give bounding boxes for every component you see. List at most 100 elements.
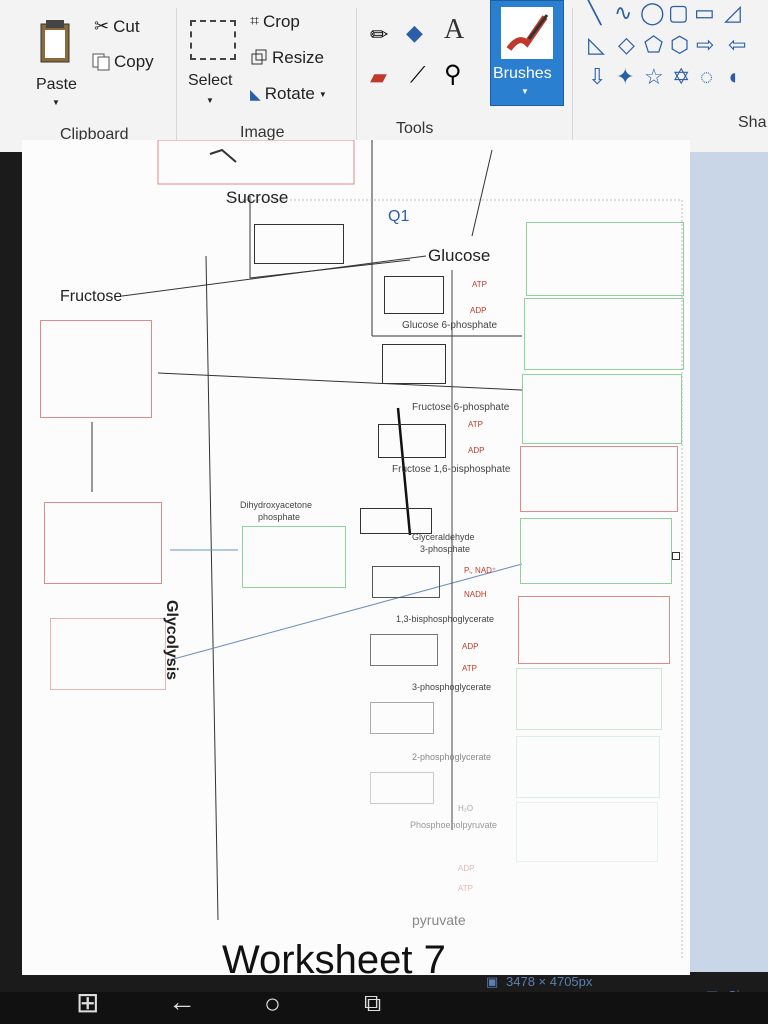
- callout2-shape-icon[interactable]: ◖: [726, 64, 740, 89]
- shapes-gallery[interactable]: ╲ ∿ ◯ ▢ ▭ ◿ ◺ ◇ ⬠ ⬡ ⇨ ⇦ ⇩ ✦ ☆ ✡ ◌ ◖: [582, 0, 768, 110]
- select-button[interactable]: Select ▼: [186, 18, 242, 108]
- answer-box[interactable]: [520, 518, 672, 584]
- answer-box[interactable]: [50, 618, 166, 690]
- fructose-label: Fructose: [60, 288, 123, 305]
- f16bp-label: Fructose 1,6-bisphosphate: [392, 464, 511, 475]
- oval-shape-icon[interactable]: ◯: [640, 0, 665, 25]
- answer-box[interactable]: [516, 736, 660, 798]
- tools-group-label: Tools: [396, 120, 434, 137]
- crop-icon: ⌗: [250, 13, 260, 30]
- fill-bucket-icon[interactable]: ◆: [406, 20, 423, 45]
- cut-button[interactable]: ✂ Cut: [94, 16, 140, 37]
- pep-label: Phosphoenolpyruvate: [410, 820, 498, 830]
- image-dimensions: 3478 × 4705px: [506, 974, 593, 989]
- answer-box[interactable]: [254, 224, 344, 264]
- answer-box[interactable]: [516, 668, 662, 730]
- copy-button[interactable]: Copy: [92, 52, 154, 72]
- diamond-shape-icon[interactable]: ◇: [618, 32, 635, 57]
- hexagon-shape-icon[interactable]: ⬡: [670, 32, 690, 57]
- g3p-label-line1: Glyceraldehyde: [412, 532, 475, 542]
- answer-box[interactable]: [242, 526, 346, 588]
- star5-shape-icon[interactable]: ☆: [644, 64, 664, 89]
- triangle-shape-icon[interactable]: ◿: [724, 0, 741, 25]
- paste-label: Paste: [36, 76, 77, 93]
- brush-icon: [501, 7, 553, 59]
- answer-box[interactable]: [40, 320, 152, 418]
- rotate-icon: ◣: [250, 85, 261, 102]
- crop-button[interactable]: ⌗ Crop: [250, 12, 300, 32]
- worksheet-title: Worksheet 7: [222, 938, 446, 982]
- answer-box[interactable]: [516, 802, 658, 862]
- resize-handle[interactable]: [672, 552, 680, 560]
- paste-button[interactable]: Paste ▼: [30, 18, 80, 108]
- line-shape-icon[interactable]: ╲: [588, 0, 602, 25]
- dhap-label-line2: phosphate: [258, 512, 301, 522]
- answer-box[interactable]: [382, 344, 446, 384]
- taskbar: ⊞ ← ○ ⧉: [0, 986, 768, 1024]
- task-view-icon[interactable]: ⧉: [364, 990, 382, 1017]
- adp-label: ADP: [470, 306, 487, 315]
- resize-icon: [251, 49, 267, 65]
- answer-box[interactable]: [370, 634, 438, 666]
- answer-box[interactable]: [360, 508, 432, 534]
- worksheet-canvas[interactable]: Q1 Sucrose Glucose Fructose Glycolysis A…: [22, 140, 690, 982]
- answer-box[interactable]: [526, 222, 684, 296]
- answer-box[interactable]: [522, 374, 682, 444]
- magnifier-icon[interactable]: ⚲: [444, 61, 462, 88]
- dhap-label-line1: Dihydroxyacetone: [240, 500, 313, 510]
- rounded-rect-shape-icon[interactable]: ▭: [694, 0, 715, 25]
- answer-box[interactable]: [370, 772, 434, 804]
- chevron-down-icon: ▼: [52, 98, 60, 107]
- color-picker-icon[interactable]: ⟋: [410, 62, 426, 87]
- eraser-icon[interactable]: ▰: [370, 64, 387, 89]
- atp-label: ATP: [458, 884, 473, 893]
- clipboard-group-label: Clipboard: [60, 126, 129, 143]
- answer-box[interactable]: [378, 424, 446, 458]
- ribbon: Paste ▼ ✂ Cut Copy Clipboard Select ▼ ⌗ …: [0, 0, 768, 152]
- copy-label: Copy: [114, 52, 154, 71]
- pencil-icon[interactable]: ✏: [370, 22, 389, 47]
- copy-icon: [92, 53, 110, 71]
- star4-shape-icon[interactable]: ✦: [616, 64, 635, 89]
- q1-label: Q1: [388, 208, 410, 225]
- resize-button[interactable]: Resize: [250, 48, 324, 68]
- rotate-label: Rotate: [264, 84, 315, 103]
- pentagon-shape-icon[interactable]: ⬠: [644, 32, 664, 57]
- f6p-label: Fructose 6-phosphate: [412, 402, 510, 413]
- pg3-label: 3-phosphoglycerate: [412, 682, 492, 692]
- cortana-circle-icon[interactable]: ○: [264, 988, 281, 1019]
- glucose-label: Glucose: [428, 246, 491, 265]
- back-arrow-icon[interactable]: ←: [168, 986, 196, 1017]
- answer-box[interactable]: [518, 596, 670, 664]
- arrow-left-shape-icon[interactable]: ⇦: [728, 32, 747, 57]
- atp-label: ATP: [468, 420, 483, 429]
- bpg13-label: 1,3-bisphosphoglycerate: [396, 614, 495, 624]
- answer-box[interactable]: [520, 446, 678, 512]
- answer-box[interactable]: [372, 566, 440, 598]
- resize-label: Resize: [272, 48, 324, 67]
- atp-label: ATP: [472, 280, 487, 289]
- windows-start-icon[interactable]: ⊞: [76, 987, 100, 1018]
- answer-box[interactable]: [44, 502, 162, 584]
- adp-label: ADP: [462, 642, 479, 651]
- answer-box[interactable]: [384, 276, 444, 314]
- canvas-left-edge: [0, 152, 22, 992]
- rectangle-shape-icon[interactable]: ▢: [668, 0, 689, 25]
- text-tool-icon[interactable]: A: [444, 14, 465, 45]
- star6-shape-icon[interactable]: ✡: [672, 64, 691, 89]
- arrow-right-shape-icon[interactable]: ⇨: [696, 32, 715, 57]
- callout-shape-icon[interactable]: ◌: [700, 64, 714, 89]
- h2o-label: H₂O: [458, 804, 474, 813]
- answer-box[interactable]: [370, 702, 434, 734]
- curve-shape-icon[interactable]: ∿: [614, 0, 633, 25]
- atp-label: ATP: [462, 664, 477, 673]
- chevron-down-icon: ▼: [318, 89, 327, 99]
- pi-nad-label: Pᵢ, NAD⁺: [464, 566, 497, 575]
- answer-box[interactable]: [524, 298, 684, 370]
- rotate-button[interactable]: ◣ Rotate ▼: [250, 84, 327, 104]
- nadh-label: NADH: [464, 590, 487, 599]
- sucrose-label: Sucrose: [226, 188, 289, 207]
- arrow-down-shape-icon[interactable]: ⇩: [588, 64, 607, 89]
- brushes-button[interactable]: Brushes ▼: [490, 0, 564, 106]
- right-triangle-shape-icon[interactable]: ◺: [588, 32, 605, 57]
